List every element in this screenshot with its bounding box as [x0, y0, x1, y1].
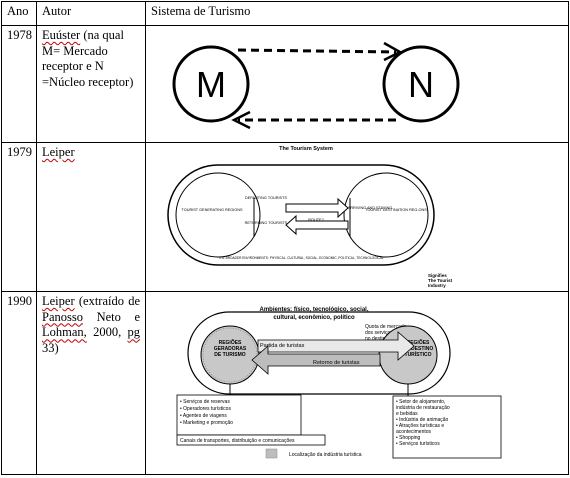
- generating-region-dots: [202, 327, 258, 383]
- outbound-flow-arrow: [285, 197, 349, 219]
- right-services-line: acontecimentos: [396, 429, 432, 435]
- author-name: Euúster: [42, 28, 81, 42]
- author-year: 2000,: [93, 325, 122, 340]
- partida-label: Partida de turistas: [260, 343, 305, 349]
- author-line-2: Panosso Neto e: [42, 310, 140, 326]
- geradoras-line-2: GERADORAS: [214, 346, 247, 352]
- quota-line-3: no destino: [365, 336, 388, 342]
- ambientes-line-1: Ambientes: físico, tecnológico, social,: [259, 307, 368, 313]
- node-m-label: M: [196, 64, 226, 105]
- right-services-line: • Serviços turísticos: [396, 441, 440, 447]
- author-line-1: Leiper (extraído de: [42, 294, 140, 310]
- right-services-box: [392, 395, 502, 459]
- canais-box: [176, 434, 326, 446]
- system-figure-cell: M N: [145, 25, 569, 143]
- author-coauthor-3: Lohman,: [42, 325, 87, 340]
- header-ano: Ano: [1, 1, 37, 26]
- left-services-line: • Marketing e promoção: [180, 420, 233, 426]
- right-services-line: • Atrações turísticas e: [396, 423, 444, 429]
- author-name: Leiper: [42, 294, 75, 308]
- author-coauthor: Panosso: [42, 309, 83, 324]
- environment-outline: [187, 311, 451, 395]
- node-n-label: N: [408, 64, 434, 105]
- leiper-1990-diagram: Ambientes: físico, tecnológico, social, …: [176, 307, 502, 459]
- right-services-line: e bebidas: [396, 411, 418, 417]
- geradoras-line-1: REGIÕES: [219, 339, 242, 346]
- autor-cell: Euúster (na qual M= Mercado receptor e N…: [36, 25, 146, 143]
- ano-cell: 1979: [1, 142, 37, 292]
- author-conj: e: [134, 309, 141, 324]
- left-services-line: • Operadores turísticos: [180, 406, 231, 412]
- table-row: 1978 Euúster (na qual M= Mercado recepto…: [1, 25, 569, 143]
- caption-line-1: Signifies: [428, 273, 447, 278]
- tourism-system-diagram: The Tourism System TOURIST GENERATING RE…: [167, 146, 453, 288]
- left-services-line: • Agentes de viagens: [180, 413, 227, 419]
- right-services-line: • Setor de alojamento,: [396, 399, 445, 405]
- return-flow-arrow: [285, 214, 349, 236]
- caption-line-3: Industry: [428, 283, 446, 288]
- route-label: ROUTE?: [308, 218, 323, 222]
- return-flow-arrow: [251, 345, 381, 375]
- autor-cell: Leiper: [36, 142, 146, 292]
- system-figure-cell: The Tourism System TOURIST GENERATING RE…: [145, 142, 569, 292]
- left-services-line: • Serviços de reservas: [180, 399, 230, 405]
- header-sistema: Sistema de Turismo: [145, 1, 569, 26]
- destination-region-circle: [343, 172, 429, 258]
- right-services-line: • Indústria de animação: [396, 417, 449, 423]
- author-name: Leiper: [42, 145, 75, 159]
- node-m-circle: [172, 45, 250, 123]
- ano-cell: 1990: [1, 291, 37, 475]
- autor-cell: Leiper (extraído de Panosso Neto e Lohma…: [36, 291, 146, 475]
- retorno-label: Retorno de turistas: [313, 360, 360, 366]
- destination-label: TOURIST DESTINATION REG-ONS: [365, 208, 427, 212]
- author-coauthor-2: Neto: [96, 309, 121, 324]
- returning-label: RETURNING TOURISTS: [245, 221, 288, 225]
- departure-flow-arrow: [257, 331, 415, 361]
- outbound-arrowhead: [383, 41, 403, 62]
- return-arrowhead: [231, 110, 251, 130]
- ano-cell: 1978: [1, 25, 37, 143]
- author-line-4: 33): [42, 340, 59, 355]
- author-note: (na qual M= Mercado receptor e N =Núcleo…: [42, 28, 134, 89]
- outbound-arrow: [237, 48, 397, 54]
- environment-outline: [167, 164, 435, 266]
- destino-line-3: TURÍSTICO: [405, 350, 432, 358]
- departing-label: DEPARTING TOURISTS: [245, 196, 287, 200]
- author-line-3: Lohman, 2000, pg: [42, 325, 140, 341]
- table-row: 1990 Leiper (extraído de Panosso Neto e …: [1, 291, 569, 475]
- header-autor: Autor: [36, 1, 146, 26]
- caption-line-2: The Tourist: [428, 278, 453, 283]
- author-page-label: pg: [127, 325, 141, 340]
- header-row: Ano Autor Sistema de Turismo: [1, 1, 569, 26]
- environment-label: THE BROADER ENVIRONMENTS: PHYSICAL, CULT…: [218, 256, 384, 260]
- author-source: (extraído de: [78, 294, 141, 308]
- legend-swatch: [265, 448, 278, 459]
- system-figure-cell: Ambientes: físico, tecnológico, social, …: [145, 291, 569, 475]
- node-n-circle: [382, 45, 460, 123]
- destino-line-1: REGIÕES: [407, 339, 430, 346]
- ambientes-line-2: cultural, econômico, político: [273, 315, 355, 321]
- figure-title: The Tourism System: [279, 146, 333, 152]
- quota-line-1: Quota de mercado: [365, 324, 407, 330]
- legend-label: Localização da indústria turística: [289, 452, 362, 458]
- canais-label: Canais de transportes, distribuição e co…: [180, 438, 295, 444]
- generating-region-circle: [175, 172, 261, 258]
- generating-label: TOURIST GENERATING REGIONS: [182, 208, 243, 212]
- m-n-diagram: M N: [172, 41, 460, 130]
- left-services-box: [176, 394, 302, 436]
- arriving-label: TOURISTS ARRIVING AND STAYING: [328, 206, 392, 210]
- geradoras-line-3: DE TURISMO: [214, 352, 246, 358]
- table-row: 1979 Leiper The Tourism System TOURIST G…: [1, 142, 569, 292]
- right-services-line: • Shopping: [396, 435, 420, 441]
- destino-line-2: DE DESTINO: [403, 346, 434, 352]
- right-services-line: indústria de restauração: [396, 405, 450, 411]
